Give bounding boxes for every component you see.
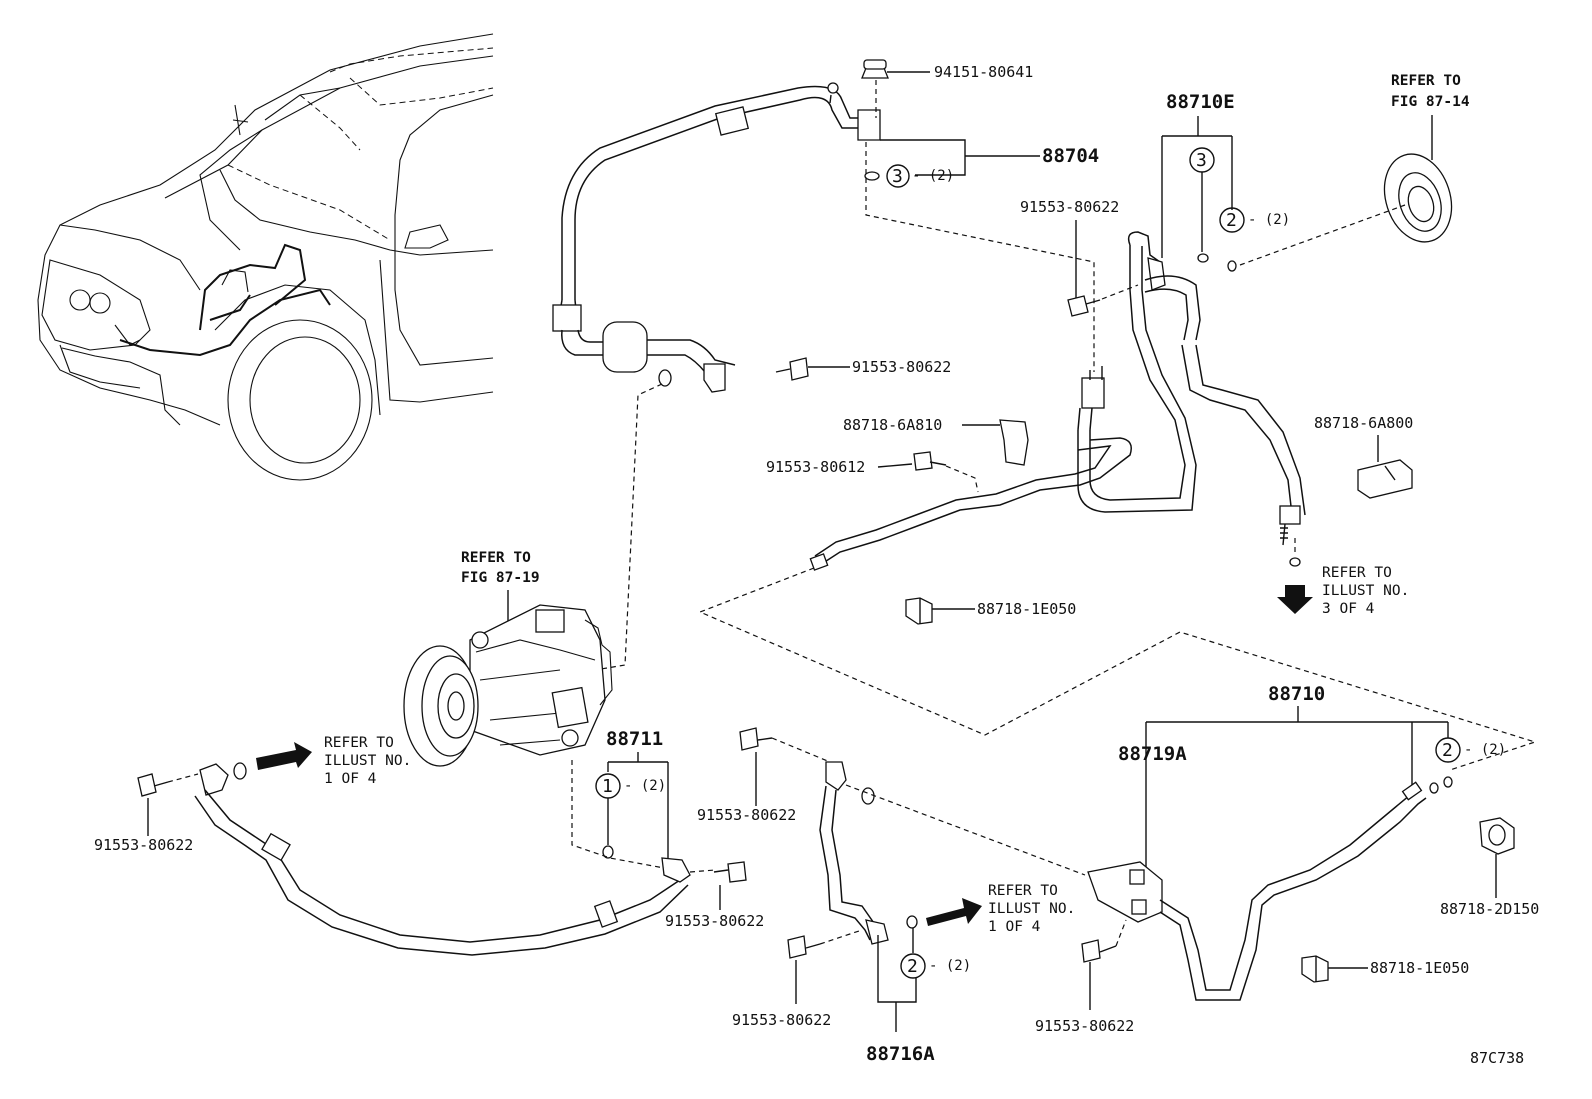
liquid-tube-88710	[1087, 781, 1427, 1001]
refer-illust-label: ILLUST NO.	[988, 901, 1075, 917]
callout-quantity: - (2)	[929, 958, 971, 974]
callout-quantity: - (2)	[1464, 742, 1506, 758]
callout-number: 3	[892, 166, 903, 187]
liquid-tube-upper	[809, 231, 1306, 571]
refer-illust-label: ILLUST NO.	[1322, 583, 1409, 599]
part-number-88718-6A800: 88718-6A800	[1314, 414, 1413, 432]
o-ring-icon	[864, 171, 880, 181]
part-number-91553-80622-88711: 91553-80622	[665, 912, 764, 930]
bolt-icon	[1081, 939, 1117, 963]
o-ring-icon	[658, 369, 672, 387]
bolt-icon	[913, 451, 947, 471]
part-number-94151-80641: 94151-80641	[934, 63, 1033, 81]
part-number-88711: 88711	[606, 728, 663, 750]
refer-to-label: REFER TO	[988, 883, 1058, 899]
callout-quantity: - (2)	[624, 778, 666, 794]
part-number-91553-80622-center-upper: 91553-80622	[697, 806, 796, 824]
part-number-88704: 88704	[1042, 145, 1099, 167]
bolt-icon	[775, 357, 809, 381]
bracket-icon	[999, 419, 1029, 466]
refer-figure-label: FIG 87-14	[1391, 94, 1470, 110]
liquid-tube-88716A	[819, 761, 889, 945]
part-number-88718-1E050-mid: 88718-1E050	[977, 600, 1076, 618]
right-arrow-icon	[256, 742, 312, 770]
part-number-91553-80622-upper-right: 91553-80622	[1020, 198, 1119, 216]
bolt-icon	[787, 935, 821, 959]
right-arrow-icon	[926, 898, 982, 926]
bolt-icon	[713, 861, 747, 883]
callout-number: 1	[602, 776, 613, 797]
callout-number: 2	[1442, 740, 1453, 761]
callout-quantity: - (2)	[1248, 212, 1290, 228]
refer-to-label: REFER TO	[1391, 73, 1461, 89]
refer-illust-page: 3 OF 4	[1322, 601, 1375, 617]
callout-quantity: - (2)	[912, 168, 954, 184]
bolt-icon	[739, 727, 773, 751]
ac-compressor-icon	[403, 604, 613, 767]
refer-illust-page: 1 OF 4	[988, 919, 1041, 935]
part-number-88719A: 88719A	[1118, 743, 1187, 765]
callout-circle	[886, 164, 910, 188]
part-number-88710E: 88710E	[1166, 91, 1235, 113]
cap-94151	[861, 59, 889, 79]
part-number-88718-2D150: 88718-2D150	[1440, 900, 1539, 918]
part-number-88710: 88710	[1268, 683, 1325, 705]
part-number-91553-80622-center-lower: 91553-80622	[732, 1011, 831, 1029]
clamp-icon	[905, 597, 933, 625]
fitting-icon	[1479, 817, 1515, 855]
callout-number: 2	[1226, 210, 1237, 231]
refer-illust-page: 1 OF 4	[324, 771, 377, 787]
part-number-91553-80612: 91553-80612	[766, 458, 865, 476]
refer-to-label: REFER TO	[461, 550, 531, 566]
discharge-hose-88711	[194, 762, 691, 956]
callout-number: 3	[1196, 150, 1207, 171]
part-number-91553-80622-mid: 91553-80622	[852, 358, 951, 376]
part-number-88716A: 88716A	[866, 1043, 935, 1065]
callout-number: 2	[907, 956, 918, 977]
clamp-icon	[1301, 955, 1329, 983]
grommet-icon	[1383, 153, 1453, 243]
down-arrow-icon	[1277, 585, 1313, 614]
refer-to-label: REFER TO	[1322, 565, 1392, 581]
part-number-91553-80622-left: 91553-80622	[94, 836, 193, 854]
suction-hose-upper	[552, 82, 881, 393]
refer-to-label: REFER TO	[324, 735, 394, 751]
part-number-88718-1E050-low: 88718-1E050	[1370, 959, 1469, 977]
bolt-icon	[1067, 295, 1101, 317]
bolt-icon	[137, 773, 169, 797]
part-number-91553-80622-lower-right: 91553-80622	[1035, 1017, 1134, 1035]
bracket-icon	[1357, 459, 1413, 499]
vehicle-outline-illustration	[37, 33, 494, 481]
refer-figure-label: FIG 87-19	[461, 570, 540, 586]
refer-illust-label: ILLUST NO.	[324, 753, 411, 769]
part-number-88718-6A810: 88718-6A810	[843, 416, 942, 434]
figure-id: 87C738	[1470, 1049, 1524, 1067]
